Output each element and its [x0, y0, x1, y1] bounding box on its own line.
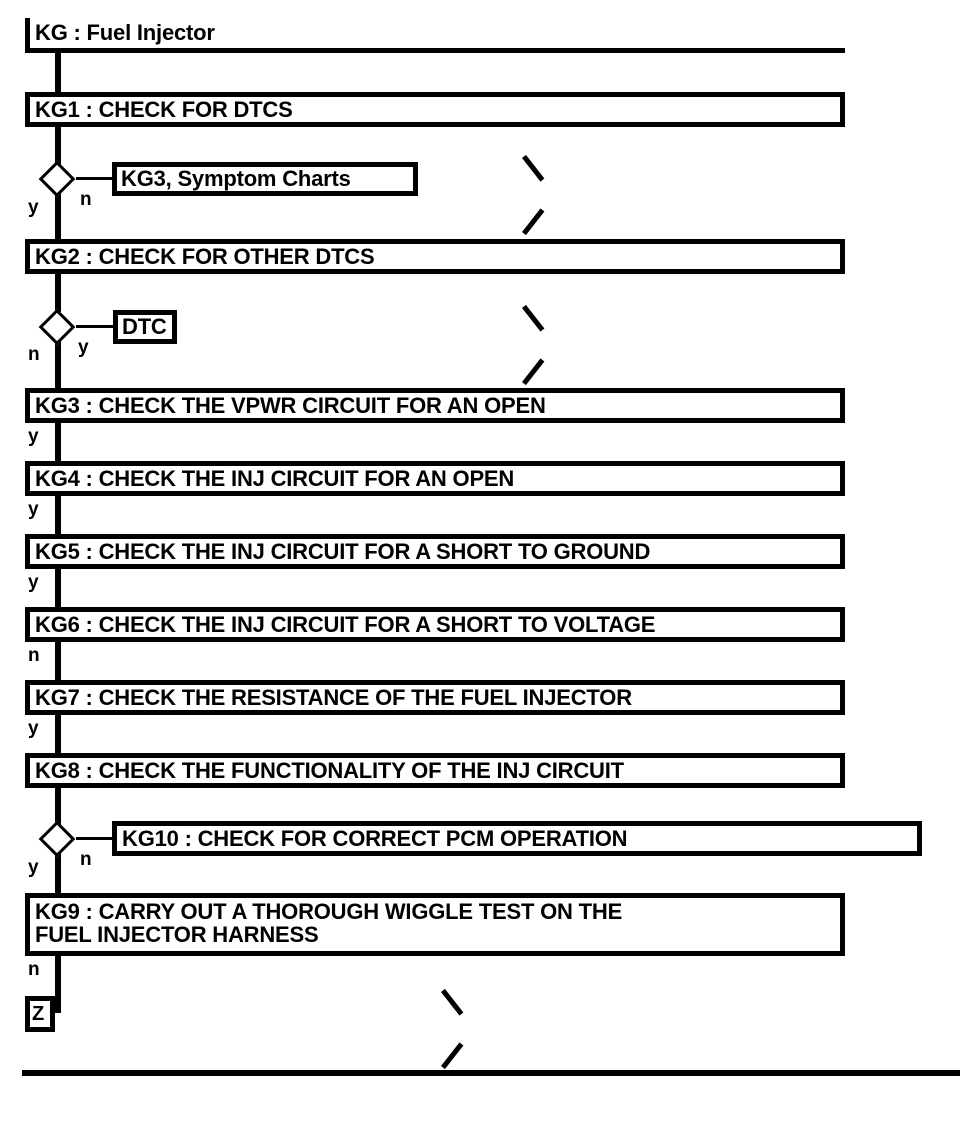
step-label-kg8: KG8 : CHECK THE FUNCTIONALITY OF THE INJ… [35, 757, 624, 783]
connector-dec3-to-kg10 [76, 837, 116, 840]
step-box-kg4[interactable]: KG4 : CHECK THE INJ CIRCUIT FOR AN OPEN [25, 461, 845, 496]
step-label-kg5: KG5 : CHECK THE INJ CIRCUIT FOR A SHORT … [35, 538, 651, 564]
step-box-kg2[interactable]: KG2 : CHECK FOR OTHER DTCS [25, 239, 845, 274]
ref-box-dtc[interactable]: DTC [113, 310, 177, 344]
connector-kg1-to-dec1 [55, 125, 61, 165]
step-box-kg10[interactable]: KG10 : CHECK FOR CORRECT PCM OPERATION [112, 821, 922, 856]
branch-label-kg5-yes: y [28, 572, 39, 593]
ref-box-symptom-charts[interactable]: KG3, Symptom Charts [112, 162, 418, 196]
branch-label-kg4-yes: y [28, 499, 39, 520]
connector-dec3-to-kg9 [55, 853, 61, 893]
title-box-label: KG : Fuel Injector [35, 20, 215, 45]
branch-label-kg9-no: n [28, 959, 40, 980]
connector-kg2-to-dec2 [55, 272, 61, 312]
step-label-kg7: KG7 : CHECK THE RESISTANCE OF THE FUEL I… [35, 684, 632, 710]
branch-label-kg2-yes: y [78, 337, 89, 358]
step-box-kg1[interactable]: KG1 : CHECK FOR DTCS [25, 92, 845, 127]
connector-kg5-to-kg6 [55, 566, 61, 609]
branch-label-kg8-no: n [80, 849, 92, 870]
connector-dec1-to-kg2 [55, 193, 61, 241]
footer-rule [22, 1070, 960, 1076]
decision-diamond-kg1[interactable] [38, 160, 76, 198]
step-label-kg1: KG1 : CHECK FOR DTCS [35, 96, 293, 122]
connector-dec2-to-dtc [76, 325, 116, 328]
connector-dec1-to-symptom-charts [76, 177, 116, 180]
connector-title-to-kg1 [55, 48, 61, 96]
connector-kg6-to-kg7 [55, 639, 61, 682]
step-box-kg6[interactable]: KG6 : CHECK THE INJ CIRCUIT FOR A SHORT … [25, 607, 845, 642]
ref-box-z[interactable]: Z [25, 996, 55, 1032]
chevron-right-icon-3 [437, 988, 471, 1070]
connector-kg7-to-kg8 [55, 712, 61, 755]
branch-label-kg6-no: n [28, 645, 40, 666]
step-box-kg7[interactable]: KG7 : CHECK THE RESISTANCE OF THE FUEL I… [25, 680, 845, 715]
step-label-kg2: KG2 : CHECK FOR OTHER DTCS [35, 243, 375, 269]
step-label-kg6: KG6 : CHECK THE INJ CIRCUIT FOR A SHORT … [35, 611, 656, 637]
branch-label-kg8-yes: y [28, 857, 39, 878]
chevron-right-icon-1 [518, 154, 552, 236]
step-label-kg3: KG3 : CHECK THE VPWR CIRCUIT FOR AN OPEN [35, 392, 546, 418]
branch-label-kg2-no: n [28, 344, 40, 365]
step-box-kg5[interactable]: KG5 : CHECK THE INJ CIRCUIT FOR A SHORT … [25, 534, 845, 569]
branch-label-kg3-yes: y [28, 426, 39, 447]
step-box-kg8[interactable]: KG8 : CHECK THE FUNCTIONALITY OF THE INJ… [25, 753, 845, 788]
title-box-fuel-injector: KG : Fuel Injector [25, 18, 845, 53]
connector-kg8-to-dec3 [55, 785, 61, 825]
step-label-kg10: KG10 : CHECK FOR CORRECT PCM OPERATION [122, 825, 628, 851]
step-box-kg9[interactable]: KG9 : CARRY OUT A THOROUGH WIGGLE TEST O… [25, 893, 845, 956]
connector-dec2-to-kg3 [55, 341, 61, 389]
connector-kg4-to-kg5 [55, 493, 61, 536]
decision-diamond-kg2[interactable] [38, 308, 76, 346]
chevron-right-icon-2 [518, 304, 552, 386]
step-label-kg4: KG4 : CHECK THE INJ CIRCUIT FOR AN OPEN [35, 465, 515, 491]
step-label-kg9: KG9 : CARRY OUT A THOROUGH WIGGLE TEST O… [35, 899, 623, 948]
ref-label-dtc: DTC [122, 314, 167, 339]
decision-diamond-kg8[interactable] [38, 820, 76, 858]
step-box-kg3[interactable]: KG3 : CHECK THE VPWR CIRCUIT FOR AN OPEN [25, 388, 845, 423]
connector-kg3-to-kg4 [55, 420, 61, 463]
branch-label-kg1-no: n [80, 189, 92, 210]
connector-kg9-to-z [55, 955, 61, 1013]
branch-label-kg1-yes: y [28, 197, 39, 218]
ref-label-z: Z [32, 1002, 45, 1025]
branch-label-kg7-yes: y [28, 718, 39, 739]
ref-label-symptom-charts: KG3, Symptom Charts [121, 166, 351, 191]
